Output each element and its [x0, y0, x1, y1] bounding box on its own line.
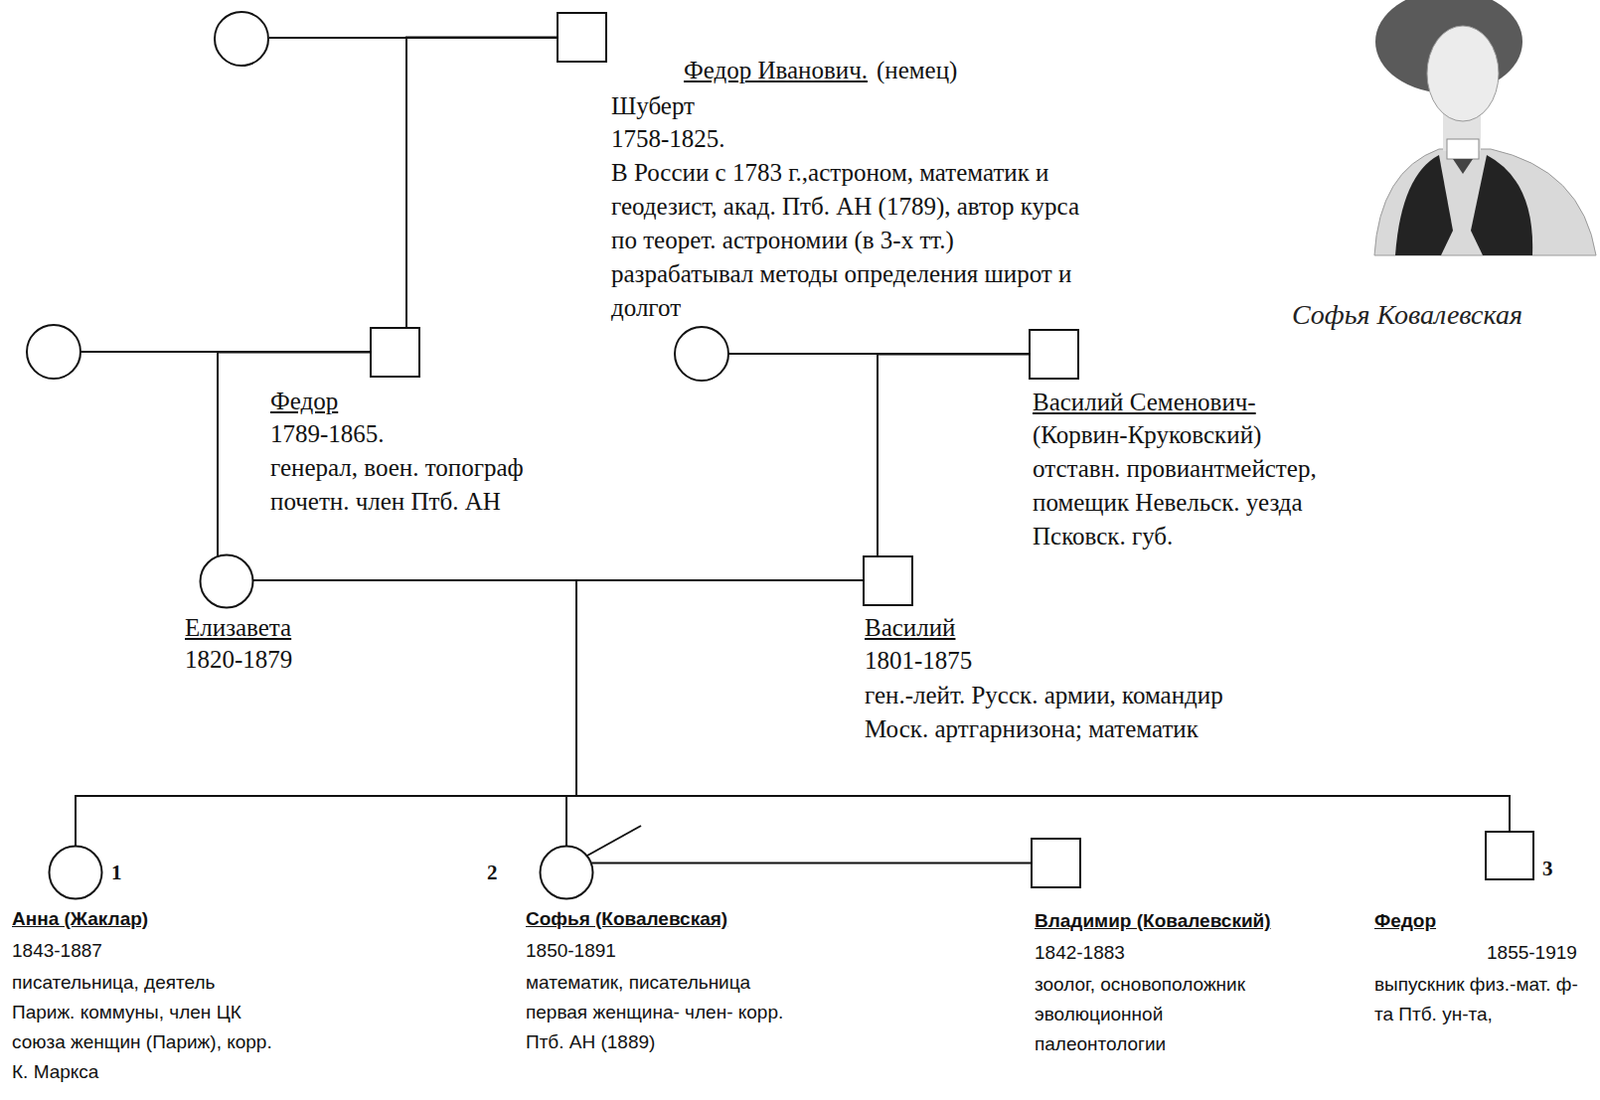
- lineage-line: [253, 580, 577, 846]
- male-square: Федор Иванович.(немец)Шуберт1758-1825.В …: [556, 11, 608, 63]
- person-name: Анна (Жаклар): [11, 903, 149, 936]
- origin-note: (немец): [876, 53, 958, 88]
- person-name: Владимир (Ковалевский): [1034, 905, 1272, 938]
- biography-note: зоолог, основоположник эволюционной пале…: [1034, 969, 1295, 1060]
- marriage-line: [269, 36, 557, 39]
- life-dates: 1758-1825.: [611, 122, 726, 157]
- marriage-line: [729, 352, 1029, 355]
- lineage-line: [566, 580, 863, 846]
- lineage-line: [576, 580, 1510, 831]
- male-square: Федор1789-1865.генерал, воен. топограф п…: [369, 326, 421, 378]
- male-square: Федор1855-1919выпускник физ.-мат. ф-та П…: [1484, 830, 1535, 881]
- surname: Шуберт: [611, 89, 695, 124]
- male-square: Василий1801-1875ген.-лейт. Русск. армии,…: [862, 555, 914, 607]
- biography-note: писательница, деятель Париж. коммуны, чл…: [11, 967, 273, 1088]
- family-name: (Корвин-Круковский): [1032, 418, 1262, 453]
- male-square: Василий Семенович-(Корвин-Круковский)отс…: [1028, 328, 1080, 380]
- female-circle: Анна (Жаклар)1843-1887писательница, деят…: [47, 844, 104, 901]
- person-name: Федор: [1374, 905, 1437, 938]
- person-name: Василий Семенович-: [1032, 385, 1257, 420]
- lineage-line: [406, 37, 557, 328]
- person-name: Федор Иванович.: [683, 53, 868, 88]
- female-circle: [26, 324, 81, 379]
- callout-number: 3: [1542, 856, 1554, 881]
- female-circle: [214, 11, 269, 66]
- person-name: Софья (Ковалевская): [525, 903, 728, 936]
- person-name: Василий: [864, 611, 956, 645]
- life-dates: 1820-1879: [184, 642, 293, 677]
- biography-note: математик, писательница первая женщина- …: [525, 967, 795, 1058]
- female-circle: [674, 326, 729, 381]
- life-dates: 1850-1891: [525, 935, 617, 967]
- person-name: Елизавета: [184, 611, 292, 645]
- lineage-line: [75, 580, 863, 846]
- life-dates: 1855-1919: [1486, 937, 1578, 969]
- biography-note: выпускник физ.-мат. ф-та Птб. ун-та,: [1374, 969, 1579, 1030]
- life-dates: 1801-1875: [864, 643, 972, 678]
- life-dates: 1842-1883: [1034, 937, 1125, 969]
- lineage-line: [591, 862, 1031, 865]
- biography-note: ген.-лейт. Русск. армии, командир Моск. …: [864, 678, 1253, 747]
- proband-marker: [587, 825, 641, 856]
- life-dates: 1789-1865.: [270, 417, 385, 452]
- biography-note: В России с 1783 г.,астроном, математик и…: [611, 156, 1099, 325]
- portrait-engraving: [1374, 0, 1597, 256]
- callout-number: 1: [111, 860, 123, 885]
- lineage-line: [253, 580, 1510, 831]
- lineage-line: [877, 354, 1029, 557]
- life-dates: 1843-1887: [11, 935, 103, 967]
- signature: Софья Ковалевская: [1291, 298, 1523, 332]
- female-circle: Елизавета1820-1879: [198, 553, 255, 610]
- biography-note: отставн. провиантмейстер, помещик Невель…: [1032, 452, 1376, 554]
- marriage-line: [81, 350, 370, 353]
- circle-outline: [47, 844, 104, 901]
- lineage-line: [75, 580, 577, 846]
- biography-note: генерал, воен. топограф почетн. член Птб…: [270, 451, 589, 519]
- circle-outline: [538, 844, 595, 901]
- person-name: Федор: [270, 384, 338, 419]
- callout-number: 2: [486, 860, 498, 885]
- circle-outline: [198, 553, 255, 610]
- male-square: Владимир (Ковалевский)1842-1883зоолог, о…: [1030, 837, 1082, 889]
- female-circle: Софья (Ковалевская)1850-1891математик, п…: [538, 844, 595, 901]
